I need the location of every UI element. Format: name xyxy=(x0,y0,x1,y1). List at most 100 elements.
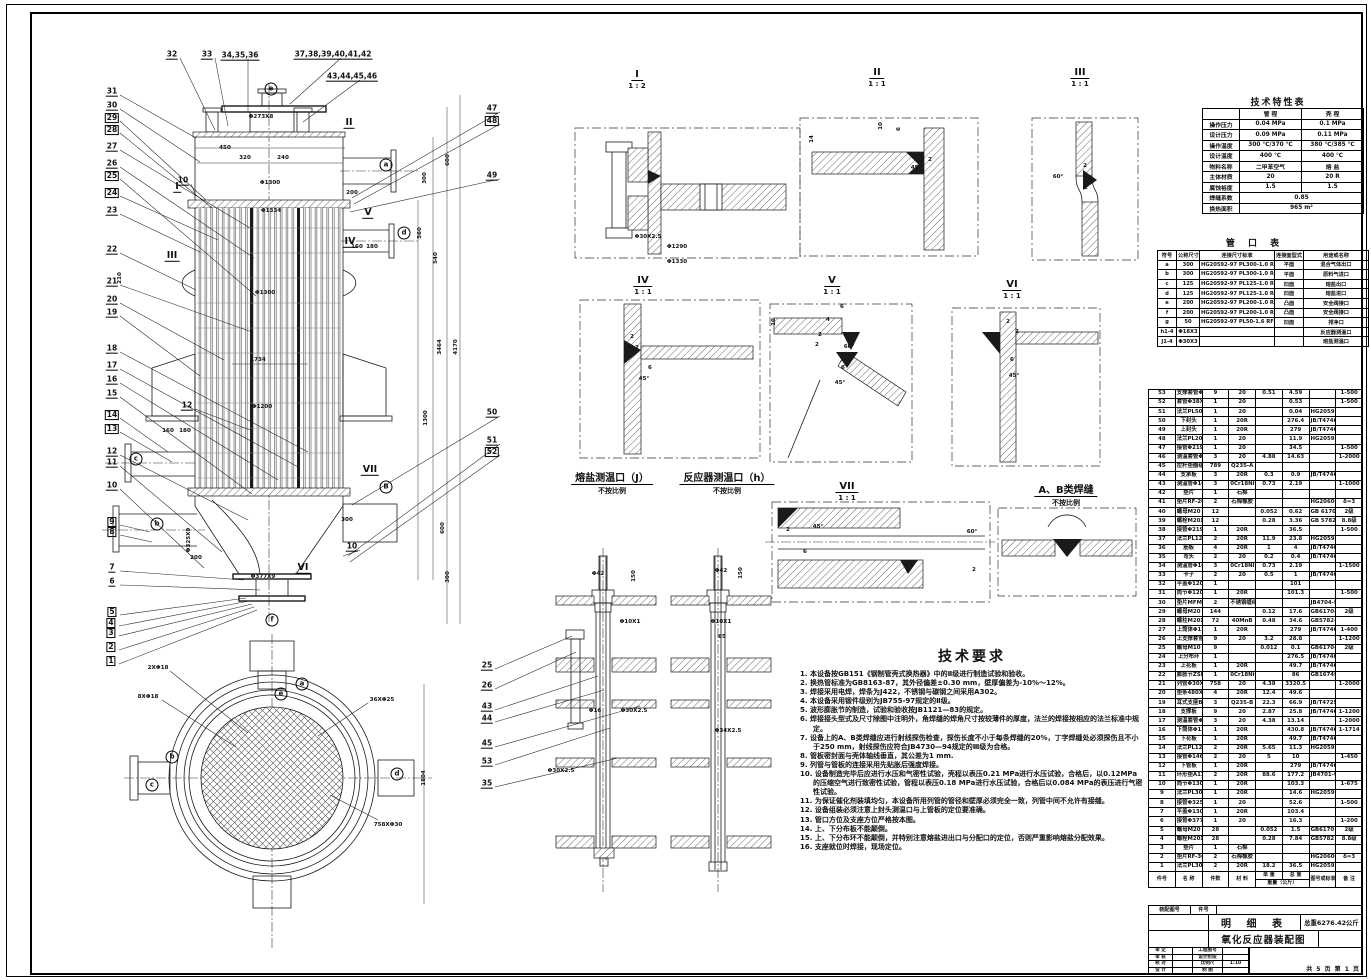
detail-view-label: V xyxy=(824,275,840,287)
dimension-label: 6 xyxy=(896,127,902,131)
part-balloon: 21 xyxy=(105,276,119,287)
parts-list-cell: 33 xyxy=(1148,570,1176,581)
part-balloon: 29 xyxy=(104,113,120,123)
parts-list-cell: 螺栓M20X75 xyxy=(1174,516,1203,527)
parts-list-cell xyxy=(1335,579,1363,591)
parts-list-cell xyxy=(1255,498,1283,509)
parts-list-cell: JB/T4746-02 xyxy=(1308,661,1337,672)
parts-list-cell: 1-1714 xyxy=(1335,725,1363,736)
nozzle-table-cell: 熔盐进口 xyxy=(1303,288,1369,299)
approval-label: 校 对 xyxy=(1149,961,1173,968)
technical-requirement-item: 16. 支座就位时焊接，现场定位。 xyxy=(800,842,906,851)
parts-list-cell: 49 xyxy=(1148,425,1176,436)
part-balloon: 28 xyxy=(104,125,120,135)
dimension-label: 60° xyxy=(843,344,855,350)
parts-list-cell: 20 xyxy=(1228,452,1256,463)
detail-view-label: III xyxy=(1070,67,1090,79)
parts-list-cell: 3 xyxy=(1201,470,1230,481)
parts-list-cell: 支撑板 xyxy=(1174,707,1203,718)
parts-list-header: 件号 名 称 件数 材 料 单 重 总 重 图号或标准号 备 注 重量（公斤） xyxy=(1148,870,1363,888)
parts-list-cell: 1-500 xyxy=(1335,388,1363,400)
part-balloon: 10 xyxy=(345,541,359,552)
dimension-label: 1300 xyxy=(423,410,429,426)
parts-list-cell: 1 xyxy=(1201,734,1230,745)
parts-list-cell: HG20592-97 xyxy=(1308,861,1337,872)
dimension-label: 60° xyxy=(1052,174,1064,180)
technical-requirement-item: 6. 焊接接头型式及尺寸除图中注明外，角焊缝的焊角尺寸按较薄件的厚度，法兰的焊接… xyxy=(800,715,1139,733)
nozzle-mark: e xyxy=(274,687,288,701)
tech-table-cell: 300 ℃/370 ℃ xyxy=(1239,139,1302,151)
dimension-label: 2XΦ18 xyxy=(147,665,169,671)
nozzle-mark: a xyxy=(379,158,393,172)
detail-view-title: 反应器测温口（h）不按比例 xyxy=(679,466,775,496)
parts-list-cell: 石棉橡胶 xyxy=(1228,852,1256,863)
tech-table-cell: 1.5 xyxy=(1301,181,1364,193)
parts-list-cell: 0.1 xyxy=(1281,643,1310,654)
parts-list-cell: 25 xyxy=(1148,643,1176,654)
parts-list-cell: 20R xyxy=(1228,789,1256,800)
parts-list-row: 32平盖Φ1200X141101 xyxy=(1148,579,1363,591)
dimension-label: 45° xyxy=(638,376,650,382)
parts-list-cell: 3 xyxy=(1201,561,1230,572)
parts-list-cell: 2.19 xyxy=(1281,479,1310,491)
parts-list-cell: 8 xyxy=(1148,798,1176,809)
dimension-label: Φ1300 xyxy=(259,180,281,186)
parts-list-cell: 0.2 xyxy=(1255,552,1283,563)
nozzle-table-cell: 反应器测温口 xyxy=(1303,326,1369,338)
parts-list-cell: JB/T4746-02 xyxy=(1308,416,1337,427)
parts-list-cell xyxy=(1228,579,1256,591)
parts-list-cell: 上封头 xyxy=(1174,425,1203,436)
part-balloon: 4 xyxy=(106,618,116,628)
part-balloon: 26 xyxy=(105,158,119,169)
parts-list-cell: 430.8 xyxy=(1281,725,1310,736)
parts-list-cell: 下管板 xyxy=(1174,761,1203,772)
dimension-label: Φ30X2.5 xyxy=(634,234,662,240)
parts-list-cell: 0.012 xyxy=(1255,643,1283,654)
dimension-label: 160 xyxy=(162,428,174,434)
parts-list-cell: 12 xyxy=(1201,507,1230,518)
technical-requirement-item: 7. 设备上的A、B类焊缝应进行射线探伤检查，探伤长度不小于每条焊缝的20%，丁… xyxy=(800,733,1139,751)
parts-list-cell: 53 xyxy=(1148,388,1176,400)
dimension-label: 160 xyxy=(351,244,363,250)
parts-list-row: 48法兰PL200-1.6 RF12011.9HG20592-97 xyxy=(1148,434,1363,445)
approval-value2 xyxy=(1223,948,1249,955)
nozzle-mark: a xyxy=(295,677,309,691)
dimension-label: Φ10X1 xyxy=(619,619,641,625)
dimension-label: 600 xyxy=(440,522,446,534)
parts-list-row: 34测温管Φ10X130Cr18Ni9Ti0.732.191-1500 xyxy=(1148,561,1363,572)
dimension-label: 45° xyxy=(1008,373,1020,379)
parts-list-cell: 14.63 xyxy=(1281,452,1310,463)
parts-list-cell: 49.7 xyxy=(1281,734,1310,745)
technical-requirement-item: 14. 上、下分布板不能颠倒。 xyxy=(800,824,892,833)
parts-list-cell: 垫片 xyxy=(1174,489,1203,500)
parts-list-cell: 1 xyxy=(1201,625,1230,636)
parts-list-cell xyxy=(1308,561,1337,572)
nozzle-mark: B xyxy=(379,480,393,494)
parts-list-cell: 17.6 xyxy=(1281,607,1310,618)
detail-AB-weld xyxy=(997,507,1137,597)
detail-view-label: II xyxy=(869,67,885,79)
approval-label2: 设计阶段 xyxy=(1193,954,1223,961)
parts-list-cell: 0.51 xyxy=(1255,388,1283,400)
detail-VI xyxy=(951,307,1101,467)
parts-list-cell: 14.6 xyxy=(1281,789,1310,800)
parts-list-cell: GB5782-86 xyxy=(1308,616,1337,627)
parts-list-cell xyxy=(1335,652,1363,663)
parts-list-cell: 23 xyxy=(1148,661,1176,672)
parts-list-cell: 1-1200 xyxy=(1335,707,1363,718)
parts-list-cell: 膨胀节ZSL(1300)-4.6 xyxy=(1174,670,1203,682)
part-balloon: 14 xyxy=(104,410,120,420)
detail-II xyxy=(799,117,979,257)
parts-list-cell: 1 xyxy=(1201,661,1230,672)
parts-list-cell xyxy=(1308,461,1337,472)
parts-list-cell: 上花板 xyxy=(1174,661,1203,672)
parts-list-cell: 20R xyxy=(1228,861,1256,872)
parts-header-remark: 备 注 xyxy=(1335,870,1363,888)
parts-list-cell: 1 xyxy=(1201,434,1230,445)
